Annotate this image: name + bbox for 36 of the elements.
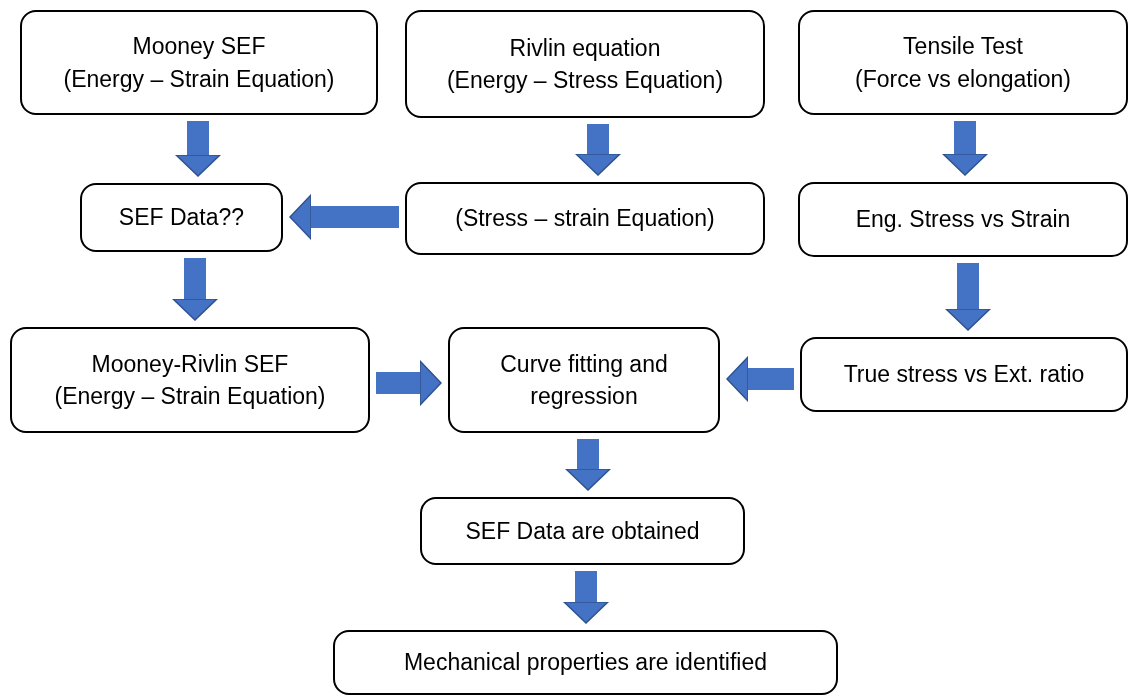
block-arrow	[289, 194, 399, 240]
block-arrow	[376, 360, 442, 406]
box-text: Eng. Stress vs Strain	[855, 205, 1071, 235]
box-text: SEF Data are obtained	[465, 516, 700, 546]
process-box	[800, 337, 1128, 412]
block-arrow	[726, 356, 794, 402]
block-arrow	[563, 571, 609, 624]
box-text: Mooney-Rivlin SEF	[91, 349, 289, 379]
process-box	[20, 10, 378, 115]
box-text: Curve fitting and regression	[499, 349, 669, 411]
box-text: Mechanical properties are identified	[403, 648, 768, 678]
box-text: Mooney SEF	[132, 32, 266, 62]
block-arrow	[175, 121, 221, 177]
process-box	[10, 327, 370, 433]
box-text: Rivlin equation	[509, 33, 661, 63]
box-text: SEF Data??	[118, 203, 245, 233]
block-arrow	[172, 258, 218, 321]
block-arrow	[942, 121, 988, 176]
process-box	[798, 182, 1128, 257]
process-box	[333, 630, 838, 695]
block-arrow	[565, 439, 611, 491]
block-arrow	[945, 263, 991, 331]
process-box	[80, 183, 283, 252]
box-text: (Energy – Strain Equation)	[54, 382, 326, 411]
process-box	[448, 327, 720, 433]
box-text: (Energy – Strain Equation)	[63, 64, 335, 94]
box-text: True stress vs Ext. ratio	[843, 360, 1085, 390]
box-text: (Stress – strain Equation)	[455, 204, 715, 234]
process-box	[798, 10, 1128, 115]
process-box	[405, 182, 765, 255]
block-arrow	[575, 124, 621, 176]
box-text: (Force vs elongation)	[854, 64, 1071, 94]
box-text: Tensile Test	[903, 32, 1023, 62]
box-text: (Energy – Stress Equation)	[446, 66, 724, 95]
process-box	[420, 497, 745, 565]
process-box	[405, 10, 765, 118]
